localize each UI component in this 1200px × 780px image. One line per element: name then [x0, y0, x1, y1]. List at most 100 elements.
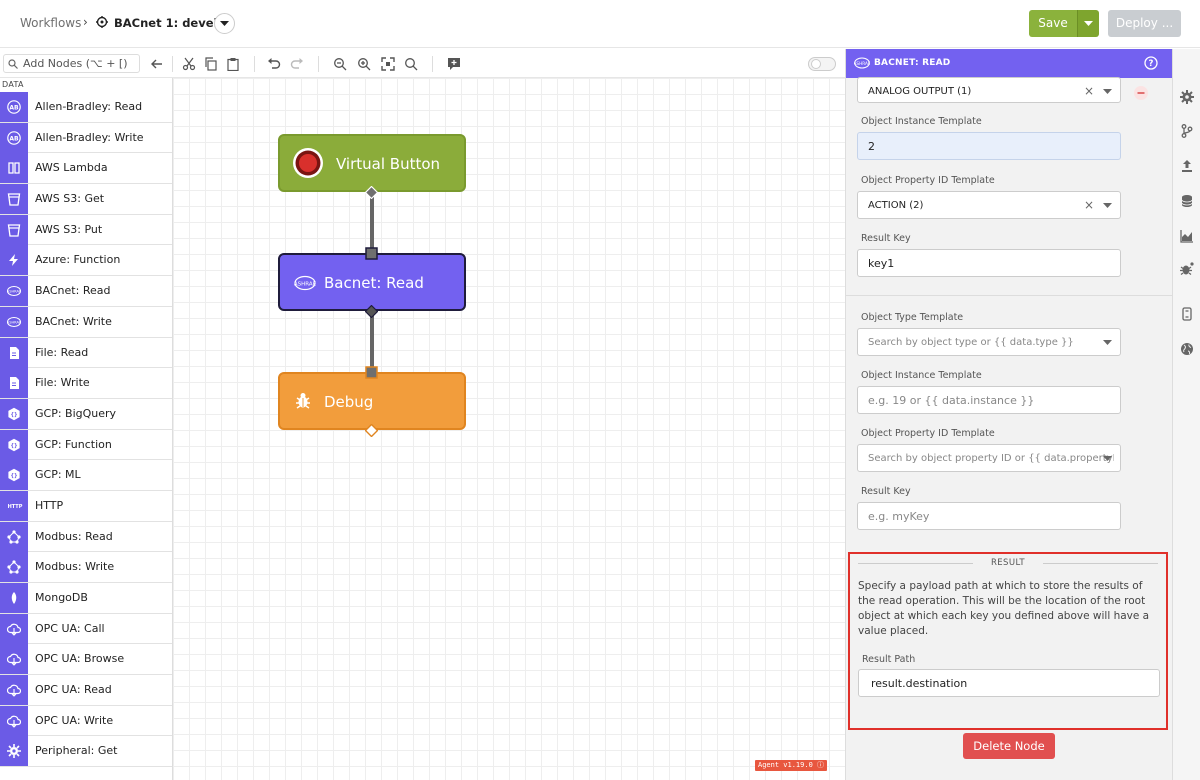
http-icon: HTTP [0, 490, 28, 521]
palette-item[interactable]: OPC UA: Write [0, 705, 172, 737]
copy-icon[interactable] [204, 57, 218, 71]
property-template-label: Object Property ID Template [861, 428, 995, 439]
cloud-icon [0, 705, 28, 736]
result-key-input-empty[interactable]: e.g. myKey [857, 502, 1121, 530]
svg-text:AB: AB [9, 105, 19, 112]
palette-item[interactable]: {}GCP: BigQuery [0, 398, 172, 430]
canvas-toggle[interactable] [808, 57, 836, 71]
output-port[interactable] [365, 424, 378, 437]
workflow-menu-button[interactable] [214, 13, 235, 34]
result-path-input[interactable]: result.destination [858, 669, 1160, 697]
help-icon[interactable]: ? [1144, 56, 1158, 70]
palette-item[interactable]: OPC UA: Call [0, 613, 172, 645]
palette-item-label: MongoDB [35, 591, 88, 604]
agent-version-badge[interactable]: Agent v1.19.0 ⓘ [755, 760, 828, 771]
palette-item-label: OPC UA: Call [35, 621, 105, 635]
property-id-select[interactable]: ACTION (2) × [857, 191, 1121, 219]
redo-icon[interactable] [290, 57, 304, 71]
palette-item[interactable]: Modbus: Read [0, 521, 172, 553]
collapse-palette-icon[interactable] [150, 57, 164, 71]
input-port[interactable] [365, 247, 378, 260]
zoom-in-icon[interactable] [357, 57, 371, 71]
property-id-select-empty[interactable]: Search by object property ID or {{ data.… [857, 444, 1121, 472]
palette-item[interactable]: {}GCP: ML [0, 460, 172, 491]
palette-item[interactable]: Peripheral: Get [0, 736, 172, 768]
cloud-icon [0, 675, 28, 706]
result-heading: RESULT [990, 558, 1026, 568]
search-icon [8, 59, 18, 69]
instance-template-input-empty[interactable]: e.g. 19 or {{ data.instance }} [857, 386, 1121, 414]
palette-item[interactable]: Azure: Function [0, 245, 172, 277]
comment-icon[interactable] [447, 57, 461, 71]
settings-gear-icon[interactable] [1180, 90, 1194, 104]
palette-item[interactable]: MongoDB [0, 583, 172, 614]
clear-icon[interactable]: × [1083, 198, 1094, 212]
palette-item[interactable]: AWS S3: Get [0, 184, 172, 215]
palette-item[interactable]: {}GCP: Function [0, 429, 172, 461]
output-port[interactable] [365, 186, 378, 199]
bucket-icon [0, 184, 28, 215]
fit-to-screen-icon[interactable] [381, 57, 395, 71]
palette-item[interactable]: AWS Lambda [0, 153, 172, 185]
cloud-icon [0, 644, 28, 675]
object-type-select-empty[interactable]: Search by object type or {{ data.type }} [857, 328, 1121, 356]
add-nodes-search[interactable]: Add Nodes (⌥ + [) [3, 54, 140, 73]
object-type-select[interactable]: ANALOG OUTPUT (1) × [857, 77, 1121, 103]
node-label: Virtual Button [336, 155, 441, 173]
clear-icon[interactable]: × [1083, 84, 1094, 98]
ashrae-icon: ASHRAE [294, 275, 316, 291]
palette-item-label: GCP: ML [35, 468, 81, 482]
upload-icon[interactable] [1180, 159, 1194, 173]
palette-item[interactable]: Modbus: Write [0, 552, 172, 583]
zoom-reset-icon[interactable] [404, 57, 418, 71]
mobile-device-icon[interactable] [1180, 307, 1194, 321]
database-icon[interactable] [1180, 194, 1194, 208]
node-label: Bacnet: Read [324, 274, 424, 292]
result-key-input[interactable]: key1 [857, 249, 1121, 277]
globe-icon[interactable] [1180, 342, 1194, 356]
node-debug[interactable]: Debug [278, 372, 466, 430]
cloud-icon [0, 613, 28, 644]
area-chart-icon[interactable] [1180, 229, 1194, 243]
zoom-out-icon[interactable] [333, 57, 347, 71]
debug-bug-icon[interactable] [1180, 262, 1194, 276]
svg-text:ASHRAE: ASHRAE [294, 282, 316, 288]
undo-icon[interactable] [267, 57, 281, 71]
remove-row-icon[interactable] [1133, 85, 1149, 101]
node-properties-panel: ASHRAE BACNET: READ ? ANALOG OUTPUT (1) … [845, 49, 1172, 780]
cut-icon[interactable] [182, 57, 196, 71]
workflow-canvas[interactable]: Virtual Button ASHRAE Bacnet: Read Debug… [173, 78, 845, 780]
deploy-button[interactable]: Deploy ... [1108, 10, 1181, 37]
breadcrumb-workflows[interactable]: Workflows [20, 16, 82, 30]
result-key-label: Result Key [861, 486, 911, 497]
input-port[interactable] [365, 366, 378, 379]
save-options-button[interactable] [1077, 10, 1099, 37]
delete-node-button[interactable]: Delete Node [963, 733, 1055, 759]
palette-item[interactable]: File: Read [0, 337, 172, 369]
search-placeholder: Add Nodes (⌥ + [) [23, 57, 128, 70]
node-bacnet-read[interactable]: ASHRAE Bacnet: Read [278, 253, 466, 311]
palette-item[interactable]: OPC UA: Browse [0, 644, 172, 676]
instance-template-input[interactable]: 2 [857, 132, 1121, 160]
ab-icon: AB [0, 122, 28, 153]
version-branch-icon[interactable] [1180, 124, 1194, 138]
save-button[interactable]: Save [1029, 10, 1077, 37]
output-port[interactable] [365, 305, 378, 318]
palette-item[interactable]: File: Write [0, 368, 172, 399]
palette-item[interactable]: AWS S3: Put [0, 214, 172, 246]
bug-icon [296, 393, 310, 409]
palette-item-label: AWS Lambda [35, 161, 108, 175]
palette-item[interactable]: OPC UA: Read [0, 675, 172, 706]
node-virtual-button[interactable]: Virtual Button [278, 134, 466, 192]
object-type-placeholder: Search by object type or {{ data.type }} [868, 337, 1074, 348]
svg-text:{}: {} [10, 412, 17, 418]
palette-item-label: GCP: Function [35, 437, 112, 451]
paste-icon[interactable] [226, 57, 240, 71]
